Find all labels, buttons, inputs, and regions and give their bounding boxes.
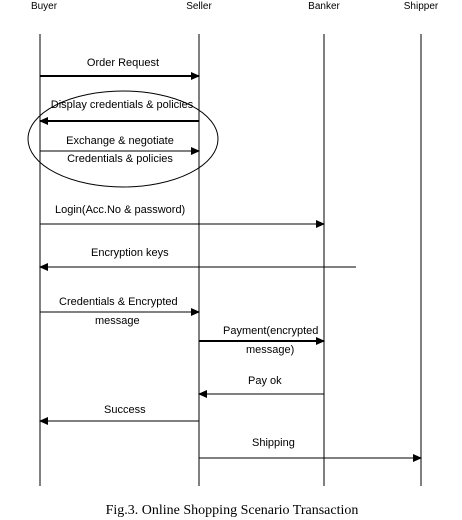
message-label-encryption-keys: Encryption keys (91, 247, 169, 259)
message-label-login: Login(Acc.No & password) (55, 204, 185, 216)
actor-banker-label: Banker (308, 1, 340, 12)
message-label-payment-2: message) (246, 344, 294, 356)
message-label-exchange-negotiate-1: Exchange & negotiate (66, 135, 174, 147)
message-label-payment-1: Payment(encrypted (223, 325, 318, 337)
message-label-credentials-encrypted-1: Credentials & Encrypted (59, 296, 178, 308)
message-label-order-request: Order Request (87, 57, 159, 69)
message-label-exchange-negotiate-2: Credentials & policies (67, 153, 173, 165)
actor-shipper-label: Shipper (404, 1, 439, 12)
message-label-display-credentials: Display credentials & policies (51, 99, 194, 111)
message-label-shipping: Shipping (252, 437, 295, 449)
actor-seller-label: Seller (186, 1, 212, 12)
message-label-credentials-encrypted-2: message (95, 315, 140, 327)
message-label-success: Success (104, 404, 146, 416)
figure-caption: Fig.3. Online Shopping Scenario Transact… (106, 503, 359, 518)
negotiation-ellipse (27, 90, 219, 188)
message-label-pay-ok: Pay ok (248, 375, 282, 387)
actor-buyer-label: Buyer (31, 1, 58, 12)
